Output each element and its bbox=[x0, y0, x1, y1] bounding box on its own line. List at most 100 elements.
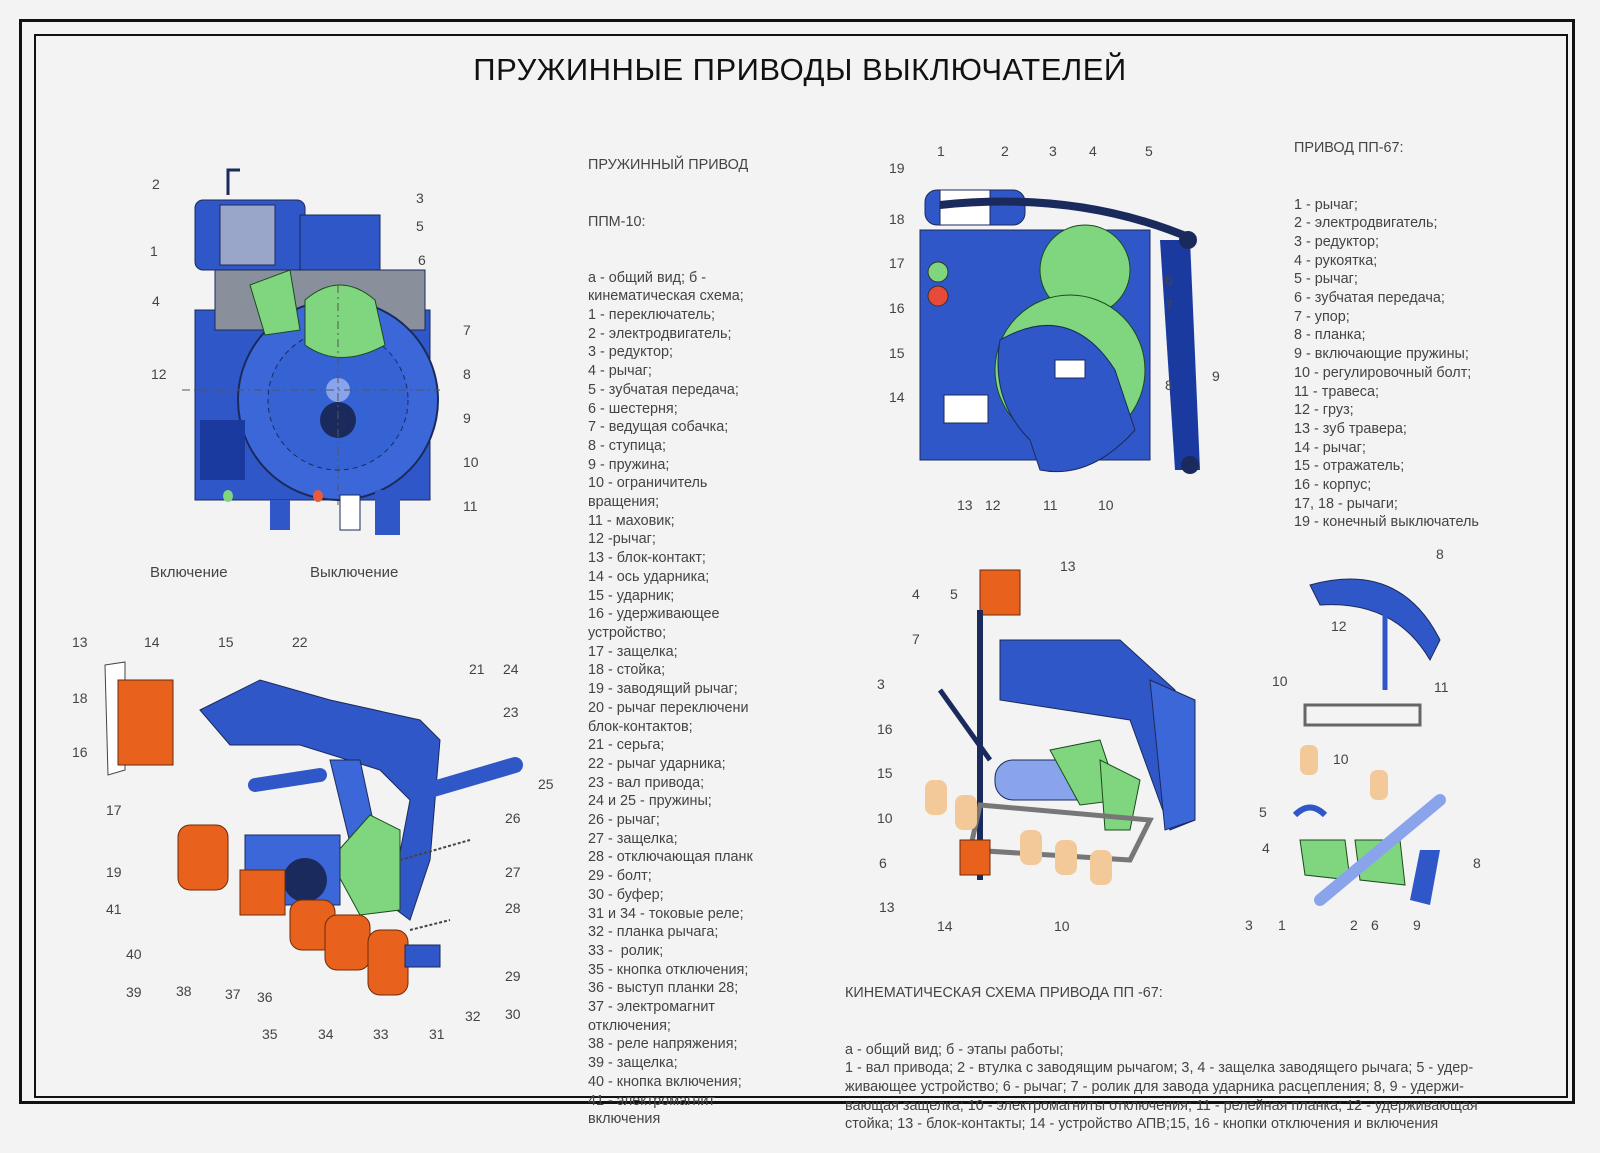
ppm10-item-line: блок-контактов; bbox=[588, 718, 693, 735]
ppm10-item-line: 38 - реле напряжения; bbox=[588, 1036, 738, 1053]
kinematic-caption: КИНЕМАТИЧЕСКАЯ СХЕМА ПРИВОДА ПП -67: а -… bbox=[845, 947, 1478, 1153]
ppm10-item-line: 9 - пружина; bbox=[588, 456, 670, 473]
ppm10-item-line: кинематическая схема; bbox=[588, 288, 744, 305]
fig2-label: 31 bbox=[429, 1026, 445, 1042]
fig4-label: 13 bbox=[879, 899, 895, 915]
fig4-label: 7 bbox=[912, 631, 920, 647]
pp67-item-line: 4 - рукоятка; bbox=[1294, 252, 1378, 269]
pp67-item-line: 5 - рычаг; bbox=[1294, 271, 1358, 288]
fig5-label: 8 bbox=[1436, 546, 1444, 562]
fig1-label: 10 bbox=[463, 454, 479, 470]
pp67-item-line: 7 - упор; bbox=[1294, 308, 1350, 325]
pp67-item-line: 8 - планка; bbox=[1294, 327, 1366, 344]
fig5-label: 4 bbox=[1262, 840, 1270, 856]
fig4-label: 10 bbox=[877, 810, 893, 826]
ppm10-item-line: 37 - электромагнит bbox=[588, 999, 716, 1016]
kinematic-line: 1 - вал привода; 2 - втулка с заводящим … bbox=[845, 1060, 1474, 1077]
ppm10-general-view bbox=[182, 168, 440, 535]
ppm10-item-line: 12 -рычаг; bbox=[588, 531, 656, 548]
ppm10-item-line: 27 - защелка; bbox=[588, 830, 678, 847]
fig3-label: 2 bbox=[1001, 143, 1009, 159]
fig5-label: 1 bbox=[1278, 917, 1286, 933]
ppm10-item-line: 31 и 34 - токовые реле; bbox=[588, 905, 744, 922]
fig2-label: 41 bbox=[106, 901, 122, 917]
fig3-label: 17 bbox=[889, 255, 905, 271]
fig5-label: 6 bbox=[1371, 917, 1379, 933]
pp67-kinematic-a bbox=[925, 569, 1196, 885]
fig3-label: 18 bbox=[889, 211, 905, 227]
ppm10-item-line: а - общий вид; б - bbox=[588, 269, 707, 286]
inner-frame bbox=[34, 34, 1568, 1098]
outer-frame bbox=[19, 19, 1575, 1104]
pp67-item-line: 19 - конечный выключатель bbox=[1294, 514, 1479, 531]
ppm10-item-line: 1 - переключатель; bbox=[588, 307, 715, 324]
pp67-item-line: 17, 18 - рычаги; bbox=[1294, 495, 1398, 512]
ppm10-item-line: включения bbox=[588, 1111, 661, 1128]
ppm10-item-line: 3 - редуктор; bbox=[588, 344, 673, 361]
fig1-label: 11 bbox=[463, 498, 478, 514]
fig2-label: 40 bbox=[126, 946, 142, 962]
fig3-label: 3 bbox=[1049, 143, 1057, 159]
ppm10-item-line: 14 - ось ударника; bbox=[588, 568, 710, 585]
pp67-item-line: 12 - груз; bbox=[1294, 402, 1354, 419]
fig2-label: 24 bbox=[503, 661, 519, 677]
kinematic-line: живающее устройство; 6 - рычаг; 7 - роли… bbox=[845, 1078, 1464, 1095]
ppm10-item-line: 28 - отключающая планк bbox=[588, 849, 753, 866]
fig3-label: 15 bbox=[889, 345, 905, 361]
pp67-item-line: 15 - отражатель; bbox=[1294, 458, 1405, 475]
fig4-label: 16 bbox=[877, 721, 893, 737]
fig4-label: 4 bbox=[912, 586, 920, 602]
fig2-label: 37 bbox=[225, 986, 241, 1002]
ppm10-item-line: 2 - электродвигатель; bbox=[588, 325, 732, 342]
ppm10-item-line: 18 - стойка; bbox=[588, 662, 666, 679]
fig5-label: 2 bbox=[1350, 917, 1358, 933]
ppm10-item-line: 11 - маховик; bbox=[588, 512, 675, 529]
ppm10-item-line: 41 - электромагнит bbox=[588, 1092, 716, 1109]
fig2-label: 26 bbox=[505, 810, 521, 826]
ppm10-heading: ППМ-10: bbox=[588, 213, 646, 230]
fig3-label: 13 bbox=[957, 497, 973, 513]
fig1-label: 7 bbox=[463, 322, 471, 338]
fig1-label: 3 bbox=[416, 190, 424, 206]
ppm10-kinematic-view bbox=[104, 661, 523, 996]
fig3-label: 9 bbox=[1212, 368, 1220, 384]
fig3-label: 11 bbox=[1043, 497, 1058, 513]
pp67-items: 1 - рычаг;2 - электродвигатель;3 - редук… bbox=[1294, 196, 1479, 533]
fig2-label: 16 bbox=[72, 744, 88, 760]
fig1-label: 9 bbox=[463, 410, 471, 426]
fig3-label: 4 bbox=[1089, 143, 1097, 159]
fig3-label: 19 bbox=[889, 160, 905, 176]
fig4-label: 6 bbox=[879, 855, 887, 871]
fig5-label: 11 bbox=[1434, 679, 1449, 695]
fig5-label: 12 bbox=[1331, 618, 1347, 634]
ppm10-item-line: 33 - ролик; bbox=[588, 942, 664, 959]
ppm10-item-line: 26 - рычаг; bbox=[588, 812, 660, 829]
fig3-label: 7 bbox=[1165, 297, 1173, 313]
kinematic-line: вающая защелка; 10 - электромагниты откл… bbox=[845, 1097, 1478, 1114]
fig3-label: 8 bbox=[1165, 377, 1173, 393]
fig5-label: 10 bbox=[1333, 751, 1349, 767]
pp67-item-line: 13 - зуб травера; bbox=[1294, 420, 1407, 437]
fig2-label: 18 bbox=[72, 690, 88, 706]
page-title: ПРУЖИННЫЕ ПРИВОДЫ ВЫКЛЮЧАТЕЛЕЙ bbox=[473, 52, 1127, 87]
pp67-legend: ПРИВОД ПП-67: 1 - рычаг;2 - электродвига… bbox=[1294, 102, 1479, 551]
pp67-item-line: 14 - рычаг; bbox=[1294, 439, 1366, 456]
fig2-label: 33 bbox=[373, 1026, 389, 1042]
fig3-label: 6 bbox=[1165, 272, 1173, 288]
fig2-label: 38 bbox=[176, 983, 192, 999]
ppm10-item-line: 39 - защелка; bbox=[588, 1055, 678, 1072]
pp67-item-line: 1 - рычаг; bbox=[1294, 196, 1358, 213]
ppm10-heading: ПРУЖИННЫЙ ПРИВОД bbox=[588, 157, 749, 174]
fig4-label: 5 bbox=[950, 586, 958, 602]
fig2-label: 25 bbox=[538, 776, 554, 792]
fig4-label: 10 bbox=[1054, 918, 1070, 934]
ppm10-item-line: 40 - кнопка включения; bbox=[588, 1073, 742, 1090]
fig2-label: 34 bbox=[318, 1026, 334, 1042]
pp67-general-view bbox=[919, 189, 1200, 474]
fig2-label: 36 bbox=[257, 989, 273, 1005]
pp67-item-line: 3 - редуктор; bbox=[1294, 233, 1379, 250]
ppm10-item-line: 24 и 25 - пружины; bbox=[588, 793, 712, 810]
pp67-item-line: 16 - корпус; bbox=[1294, 477, 1372, 494]
ppm10-item-line: устройство; bbox=[588, 624, 667, 641]
